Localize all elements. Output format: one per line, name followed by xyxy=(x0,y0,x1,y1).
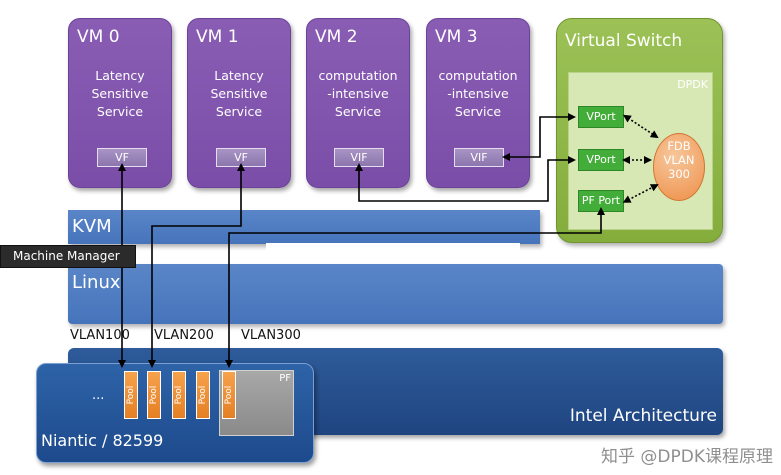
vm-0-title: VM 0 xyxy=(77,27,120,47)
line-vif3-vport1 xyxy=(502,113,576,161)
kvm-label: KVM xyxy=(72,216,112,237)
nic-label: Niantic / 82599 xyxy=(41,431,164,450)
virtual-switch-title: Virtual Switch xyxy=(565,31,683,51)
dotted-pfport-fdb xyxy=(622,184,659,203)
intel-architecture-label: Intel Architecture xyxy=(569,406,717,426)
vport-2: VPort xyxy=(578,149,624,171)
pf-label: PF xyxy=(279,373,291,384)
linux-label: Linux xyxy=(72,272,121,293)
line-pfport-pool5 xyxy=(225,207,605,368)
line-vf1-pool2 xyxy=(148,163,245,368)
machine-manager-tooltip: Machine Manager xyxy=(0,245,136,268)
vlan-100-label: VLAN100 xyxy=(70,328,130,343)
fdb-vlan-300: FDB VLAN 300 xyxy=(653,133,705,201)
pool-3: Pool xyxy=(172,371,186,419)
pool-4: Pool xyxy=(196,371,210,419)
line-vif2-vport2 xyxy=(355,156,576,202)
watermark: 知乎 @DPDK课程原理 xyxy=(601,447,773,467)
vm-2-description: computation -intensive Service xyxy=(318,68,398,119)
vm-0-description: Latency Sensitive Service xyxy=(91,68,149,119)
pool-1: Pool xyxy=(124,371,138,419)
dpdk-label: DPDK xyxy=(677,78,708,91)
vm-1-description: Latency Sensitive Service xyxy=(210,68,268,119)
vm-3-title: VM 3 xyxy=(435,27,478,47)
pool-5: Pool xyxy=(222,371,236,419)
pool-2: Pool xyxy=(147,371,161,419)
dotted-vport1-fdb xyxy=(622,114,659,139)
pool-ellipsis: ... xyxy=(92,388,105,403)
vm-3-description: computation -intensive Service xyxy=(438,68,518,119)
vm-1-title: VM 1 xyxy=(196,27,239,47)
vm-2-title: VM 2 xyxy=(315,27,358,47)
